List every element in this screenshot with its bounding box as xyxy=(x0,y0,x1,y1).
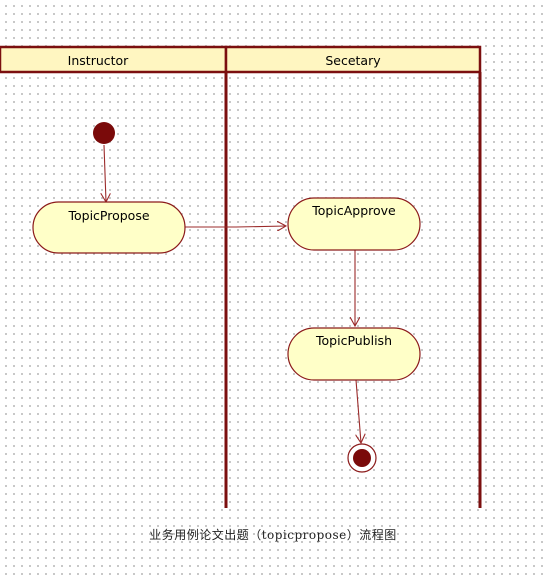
action-topic-publish-label: TopicPublish xyxy=(315,333,392,348)
action-topic-approve[interactable]: TopicApprove xyxy=(287,197,421,251)
initial-node[interactable] xyxy=(93,122,115,144)
transition-topic-publish-to-end[interactable] xyxy=(356,379,361,443)
action-topic-publish[interactable]: TopicPublish xyxy=(287,327,421,381)
action-topic-propose[interactable]: TopicPropose xyxy=(32,201,186,254)
lane-label-secretary: Secetary xyxy=(325,53,381,68)
lane-header-secretary[interactable] xyxy=(224,45,482,74)
action-topic-propose-label: TopicPropose xyxy=(67,208,149,223)
action-topic-approve-label: TopicApprove xyxy=(311,203,396,218)
action-topic-propose-shape[interactable] xyxy=(32,201,186,254)
final-node[interactable] xyxy=(347,443,377,473)
transition-topic-propose-to-topic-approve[interactable] xyxy=(185,226,286,227)
diagram-caption: 业务用例论文出题（topicpropose）流程图 xyxy=(149,528,397,542)
transition-start-to-topic-propose[interactable] xyxy=(104,144,106,202)
lane-label-instructor: Instructor xyxy=(68,53,130,68)
action-topic-publish-shape[interactable] xyxy=(287,327,421,381)
final-node-core xyxy=(353,449,371,467)
action-topic-approve-shape[interactable] xyxy=(287,197,421,251)
